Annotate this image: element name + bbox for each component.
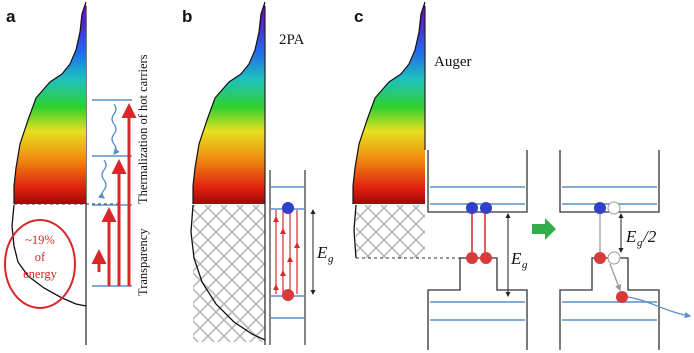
panel-c-title: Auger [434,54,472,70]
panel-c-eg-sub: g [522,259,528,271]
electron-dot [282,202,294,214]
thermalization-label: Thermalization of hot carriers [136,54,150,204]
energy-loss-circle [4,219,76,309]
absorption-arrows-a [91,103,137,286]
hole-dot [282,289,294,301]
panel-c-half-eg-suffix: /2 [642,227,657,246]
panel-b-letter: b [182,7,192,26]
solar-spectrum-a [11,1,122,345]
band-diagram-c-right [559,150,692,350]
panel-c-eg-label: E [510,249,522,268]
circle-text-3: energy [23,267,58,281]
solar-spectrum-c [352,1,460,259]
panel-c: c Auger E g [352,1,692,350]
panel-b-eg-sub: g [328,253,334,265]
panel-c-letter: c [354,7,363,26]
energy-levels-a [92,99,132,287]
panel-a: a ~19% of energy [4,1,150,345]
panel-b-title: 2PA [279,32,304,48]
solar-spectrum-b [190,1,266,345]
panel-b: b 2PA [182,1,334,345]
panel-a-letter: a [6,7,16,26]
panel-c-half-eg-label: E [625,227,637,246]
panel-c-half-eg-sub: g [637,237,643,249]
band-diagram-c-left [427,150,528,350]
panel-b-eg-label: E [316,243,328,262]
transfer-arrow-icon [532,218,556,240]
circle-text-2: of [35,250,46,264]
thermalization-arrows-a [97,103,120,199]
circle-text-1: ~19% [25,233,55,247]
band-diagram-b [269,170,316,345]
transparency-label: Transparency [136,228,150,296]
